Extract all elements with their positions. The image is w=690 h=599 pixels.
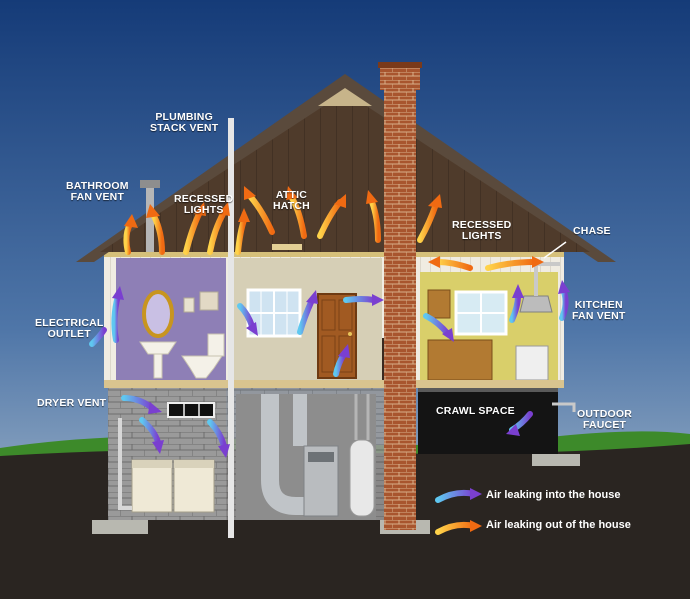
floor-joist [104,380,564,388]
attic-hatch-panel [272,244,302,250]
dryer-duct [118,418,132,510]
footing-left [92,520,148,534]
toilet-tank [207,333,225,357]
dryer-vent-label: DRYER VENT [37,397,107,409]
washer [173,459,215,513]
chimney [384,90,416,530]
air-out-arrowheads [124,186,544,268]
ceiling-joist [104,250,564,257]
basement-window [167,402,215,418]
air-out-arrows [123,193,537,271]
crawl-space-area [418,386,558,454]
chase-label: CHASE [573,225,611,237]
bathroom-mirror [142,290,174,338]
legend-air-in-text: Air leaking into the house [486,489,621,501]
water-heater [349,439,375,517]
toilet [181,355,223,379]
legend-air-out-text: Air leaking out of the house [486,519,631,531]
attic-gable-vent [318,88,372,106]
plumbing-stack-vent-pipe [228,118,234,538]
air-in-arrowheads [112,280,570,458]
crawl-space-beam [418,386,558,392]
kitchen-cabinet-upper [427,289,451,319]
bathroom-fan-vent-pipe [146,186,154,252]
electrical-outlet-cover [183,297,195,313]
outdoor-faucet-pipe [552,402,576,412]
towel [199,291,219,311]
footing-right [532,454,580,466]
furnace-ductwork [261,394,312,515]
air-in-arrows [89,289,569,449]
bathroom-sink [139,341,177,355]
dryer [131,459,173,513]
kitchen-stove [515,345,549,381]
kitchen-cabinet-lower [427,339,493,381]
crawl-space-label: CRAWL SPACE [436,405,515,417]
chase-leader-line [543,241,567,259]
kitchen-range-hood [519,295,553,313]
